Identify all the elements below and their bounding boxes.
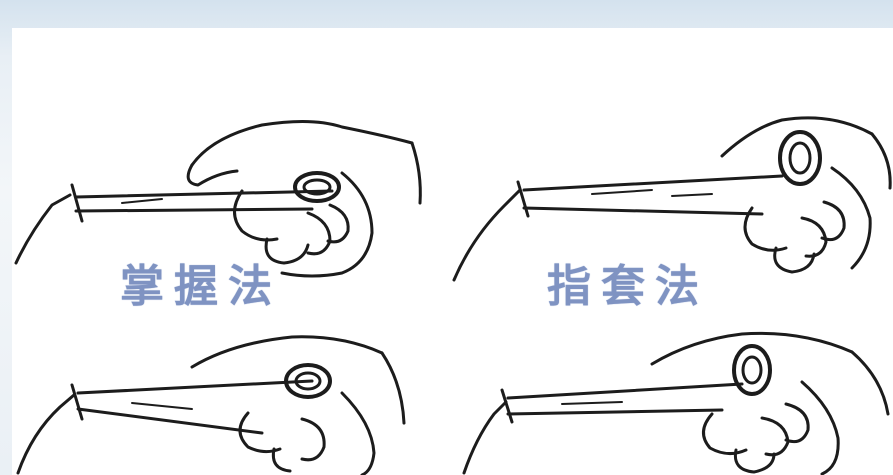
hemostat-hand-icon [462, 331, 890, 475]
hemostat-hand-icon [14, 119, 422, 278]
finger-grip-illustration [452, 318, 893, 475]
finger-ring-grip-illustration [452, 98, 893, 288]
caption-finger-ring-grip: 指套法 [547, 261, 709, 312]
illustration-panel: 掌握法 指套法 [12, 28, 893, 475]
hemostat-hand-icon [452, 116, 892, 282]
hemostat-hand-icon [16, 335, 406, 475]
caption-palm-grip: 掌握法 [120, 261, 282, 312]
thumb-ring-grip-illustration [12, 323, 452, 475]
palm-grip-illustration [12, 113, 452, 283]
